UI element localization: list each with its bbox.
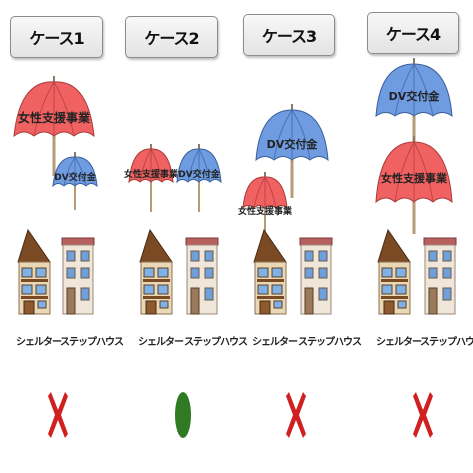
umbrella-label: 女性支援事業 (124, 168, 179, 180)
umbrella-large: 女性支援事業 (13, 76, 95, 176)
umbrella-large: 女性支援事業 (375, 136, 453, 234)
stephouse-label: ステップハウス (60, 337, 124, 348)
case-column-4: ケース4 DV交付金 女性支援事業 (354, 0, 473, 473)
case-column-1: ケース1 女性支援事業 DV交付金 (0, 0, 124, 473)
umbrella-label: DV交付金 (389, 89, 441, 103)
stephouse-icon (423, 237, 457, 315)
umbrella-label: 女性支援事業 (18, 110, 91, 125)
umbrella-label: 女性支援事業 (238, 205, 293, 217)
shelter-label: シェルター (376, 337, 422, 348)
circle-mark-icon (175, 392, 191, 438)
stephouse-label: ステップハウス (420, 337, 473, 348)
umbrella-small: 女性支援事業 (124, 144, 179, 212)
stephouse-label: ステップハウス (184, 337, 248, 348)
umbrella-small: 女性支援事業 (238, 172, 293, 236)
shelter-label: シェルター (16, 337, 62, 348)
case-3-button[interactable]: ケース3 (243, 14, 335, 56)
stephouse-icon (61, 237, 95, 315)
umbrella-label: DV交付金 (178, 168, 220, 180)
cross-mark-icon (48, 392, 68, 438)
shelter-house-icon (377, 228, 411, 315)
case-4-button[interactable]: ケース4 (367, 12, 459, 54)
stephouse-icon (299, 237, 333, 315)
shelter-label: シェルター (138, 337, 184, 348)
cross-mark-icon (413, 392, 433, 438)
umbrella-label: DV交付金 (267, 137, 319, 151)
case-1-button[interactable]: ケース1 (10, 16, 103, 58)
umbrella-label: 女性支援事業 (381, 171, 448, 185)
cross-mark-icon (286, 392, 306, 438)
stephouse-icon (185, 237, 219, 315)
stephouse-label: ステップハウス (298, 337, 362, 348)
shelter-house-icon (253, 228, 287, 315)
umbrella-small: DV交付金 (176, 144, 222, 212)
umbrella-small: DV交付金 (52, 152, 98, 210)
shelter-label: シェルター (252, 337, 298, 348)
case-2-button[interactable]: ケース2 (125, 16, 218, 58)
shelter-house-icon (139, 228, 173, 315)
umbrella-large: DV交付金 (375, 58, 453, 152)
case-column-2: ケース2 女性支援事業 DV交付金 (118, 0, 248, 473)
umbrella-large: DV交付金 (255, 104, 329, 198)
shelter-house-icon (17, 228, 51, 315)
case-column-3: ケース3 DV交付金 女性支援事業 (236, 0, 362, 473)
umbrella-label: DV交付金 (54, 171, 96, 183)
